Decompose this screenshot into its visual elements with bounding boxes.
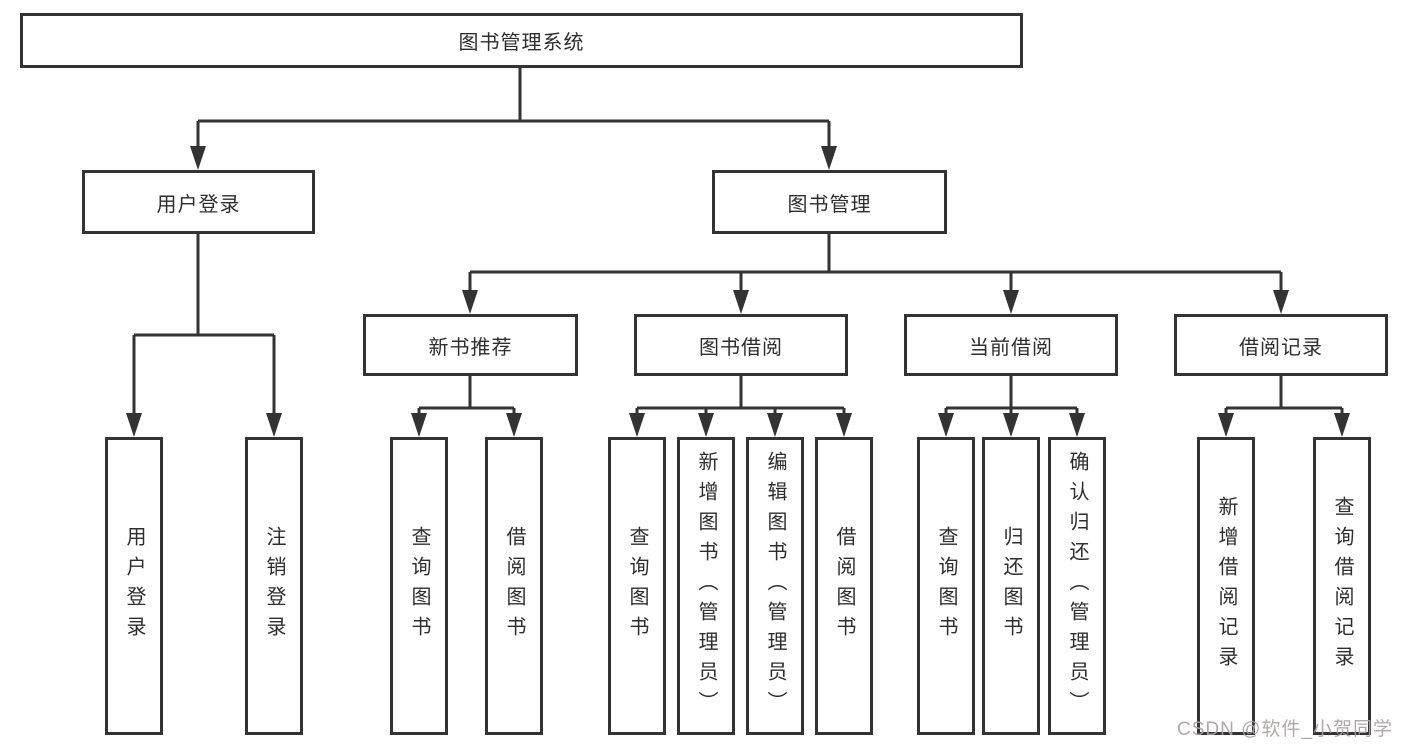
node-label: 借阅记录 [1239, 336, 1323, 359]
leaf-borrow-edit-book-admin: 编辑图书（管理员） [746, 437, 804, 735]
node-label: 查询借阅记录 [1331, 496, 1353, 676]
arrow-down-icon [698, 413, 714, 437]
leaf-borrow-query-book: 查询图书 [608, 437, 666, 735]
node-user-login: 用户登录 [82, 170, 315, 234]
node-label: 确认归还（管理员） [1066, 451, 1088, 721]
node-label: 新书推荐 [428, 336, 513, 359]
leaf-borrow-borrow-book: 借阅图书 [815, 437, 873, 735]
leaf-logout: 注销登录 [245, 437, 303, 735]
arrow-down-icon [938, 413, 954, 437]
arrow-down-icon [1003, 290, 1019, 314]
leaf-current-confirm-return-admin: 确认归还（管理员） [1048, 437, 1106, 735]
arrow-down-icon [506, 413, 522, 437]
node-label: 归还图书 [1000, 526, 1022, 646]
node-label: 查询图书 [935, 526, 957, 646]
node-label: 借阅图书 [503, 526, 525, 646]
node-label: 图书管理 [787, 193, 872, 216]
arrow-down-icon [266, 413, 282, 437]
node-label: 查询图书 [626, 526, 648, 646]
leaf-current-return-book: 归还图书 [982, 437, 1040, 735]
leaf-newrec-query-book: 查询图书 [390, 437, 448, 735]
leaf-record-add-borrow-record: 新增借阅记录 [1197, 437, 1255, 735]
leaf-borrow-add-book-admin: 新增图书（管理员） [677, 437, 735, 735]
node-label: 用户登录 [156, 193, 241, 216]
node-current-borrow: 当前借阅 [904, 314, 1118, 376]
leaf-current-query-book: 查询图书 [917, 437, 975, 735]
arrow-down-icon [836, 413, 852, 437]
node-label: 当前借阅 [969, 336, 1053, 359]
leaf-user-login: 用户登录 [105, 437, 163, 735]
node-label: 编辑图书（管理员） [764, 451, 786, 721]
node-root: 图书管理系统 [20, 13, 1023, 68]
arrow-down-icon [462, 290, 478, 314]
node-label: 用户登录 [123, 526, 145, 646]
csdn-watermark: CSDN @软件_小贺同学 [1177, 719, 1393, 740]
leaf-newrec-borrow-book: 借阅图书 [485, 437, 543, 735]
arrow-down-icon [1069, 413, 1085, 437]
arrow-down-icon [733, 290, 749, 314]
node-new-book-recommend: 新书推荐 [363, 314, 578, 376]
node-borrow-record: 借阅记录 [1174, 314, 1388, 376]
arrow-down-icon [1218, 413, 1234, 437]
node-label: 查询图书 [408, 526, 430, 646]
arrow-down-icon [1334, 413, 1350, 437]
arrow-down-icon [629, 413, 645, 437]
arrow-down-icon [1003, 413, 1019, 437]
node-label: 图书借阅 [699, 336, 783, 359]
arrow-down-icon [411, 413, 427, 437]
arrow-down-icon [767, 413, 783, 437]
arrow-down-icon [126, 413, 142, 437]
leaf-record-query-borrow-record: 查询借阅记录 [1313, 437, 1371, 735]
node-book-borrow: 图书借阅 [634, 314, 848, 376]
node-book-management: 图书管理 [712, 170, 947, 234]
arrow-down-icon [1273, 290, 1289, 314]
node-label: 借阅图书 [833, 526, 855, 646]
arrow-down-icon [190, 146, 206, 170]
node-label: 注销登录 [263, 526, 285, 646]
node-label: 新增借阅记录 [1215, 496, 1237, 676]
arrow-down-icon [821, 146, 837, 170]
node-label: 新增图书（管理员） [695, 451, 717, 721]
node-label: 图书管理系统 [458, 32, 585, 54]
